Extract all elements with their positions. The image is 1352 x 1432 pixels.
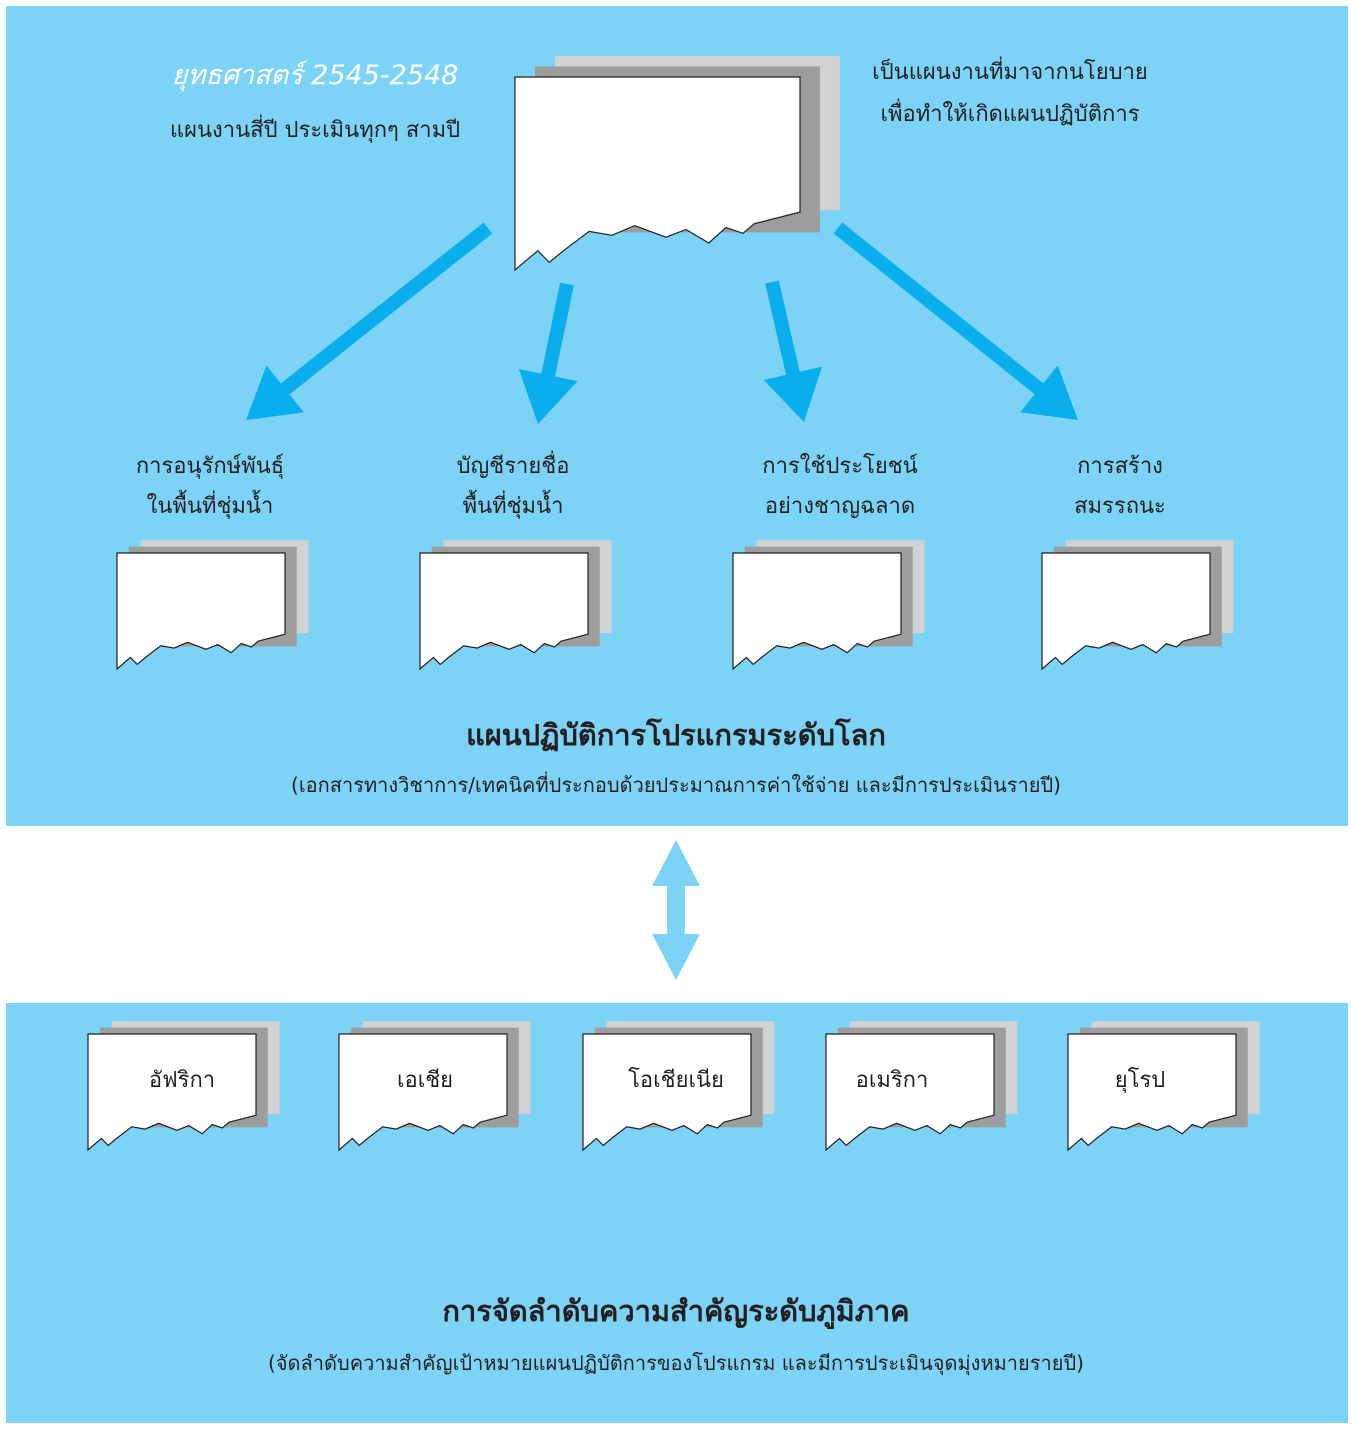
program-label-inventory-line1: บัญชีรายชื่อ	[456, 454, 570, 479]
region-label-oceania: โอเชียเนีย	[628, 1068, 724, 1093]
program-document-inventory	[419, 540, 612, 671]
doc-front-sheet	[1067, 1033, 1237, 1152]
program-document-conservation	[116, 540, 309, 671]
doc-front-sheet	[825, 1033, 995, 1152]
arrow-to-inventory	[518, 282, 578, 424]
doc-front-sheet	[116, 552, 286, 671]
program-document-capacity	[1041, 540, 1234, 671]
documents-group	[87, 55, 1260, 1152]
doc-front-sheet	[514, 76, 801, 272]
doc-front-sheet	[338, 1033, 508, 1152]
program-label-capacity-line2: สมรรถนะ	[1074, 494, 1166, 519]
program-document-wise-use	[732, 540, 925, 671]
doc-front-sheet	[732, 552, 902, 671]
program-label-capacity-line1: การสร้าง	[1077, 454, 1163, 479]
region-label-africa: อัฟริกา	[148, 1068, 216, 1093]
arrow-to-conservation	[246, 222, 493, 420]
program-label-wise-use-line2: อย่างชาญฉลาด	[764, 494, 916, 519]
arrow-to-wise-use	[763, 280, 823, 422]
policy-note-line2: เพื่อทำให้เกิดแผนปฏิบัติการ	[880, 102, 1140, 127]
program-label-conservation-line1: การอนุรักษ์พันธุ์	[135, 454, 285, 479]
doc-front-sheet	[419, 552, 589, 671]
doc-front-sheet	[87, 1033, 257, 1152]
region-label-america: อเมริกา	[855, 1068, 929, 1093]
program-label-conservation-line2: ในพื้นที่ชุ่มน้ำ	[146, 494, 274, 519]
region-document-africa	[87, 1021, 280, 1152]
program-label-inventory-line2: พื้นที่ชุ่มน้ำ	[462, 494, 564, 519]
program-label-wise-use-line1: การใช้ประโยชน์	[762, 454, 918, 479]
region-document-america	[825, 1021, 1018, 1152]
region-label-asia: เอเชีย	[396, 1068, 454, 1093]
region-document-europe	[1067, 1021, 1260, 1152]
strategy-title: ยุทธศาสตร์ 2545-2548	[171, 60, 459, 91]
policy-note-line1: เป็นแผนงานที่มาจากนโยบาย	[872, 60, 1148, 85]
doc-front-sheet	[1041, 552, 1211, 671]
global-program-subtitle: (เอกสารทางวิชาการ/เทคนิคที่ประกอบด้วยประ…	[291, 773, 1061, 797]
region-document-asia	[338, 1021, 531, 1152]
region-label-europe: ยุโรป	[1114, 1068, 1166, 1093]
strategy-document	[514, 55, 840, 272]
arrow-to-capacity	[833, 222, 1078, 420]
arrows-group	[246, 222, 1078, 980]
regional-priority-title: การจัดลำดับความสำคัญระดับภูมิภาค	[442, 1294, 910, 1328]
bidirectional-connector-arrow	[652, 840, 700, 980]
global-program-title: แผนปฏิบัติการโปรแกรมระดับโลก	[466, 718, 886, 752]
regional-priority-subtitle: (จัดลำดับความสำคัญเป้าหมายแผนปฏิบัติการข…	[268, 1351, 1084, 1375]
strategy-subtitle: แผนงานสี่ปี ประเมินทุกๆ สามปี	[169, 118, 461, 143]
region-document-oceania	[582, 1021, 775, 1152]
doc-front-sheet	[582, 1033, 752, 1152]
